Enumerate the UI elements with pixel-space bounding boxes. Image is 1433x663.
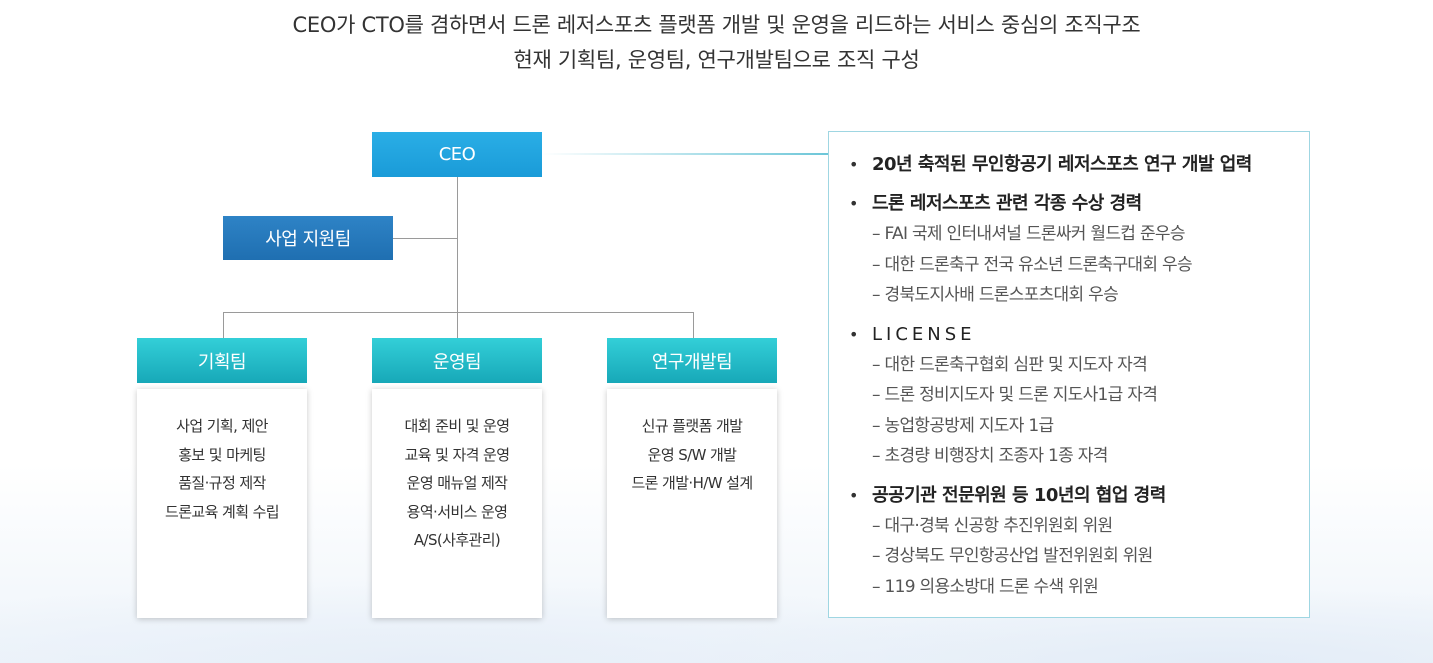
team-1-drop-line xyxy=(223,312,224,338)
team-operations-duties: 대회 준비 및 운영 교육 및 자격 운영 운영 매뉴얼 제작 용역·서비스 운… xyxy=(372,389,542,618)
section-item: – 대구·경북 신공항 추진위원회 위원 xyxy=(872,515,1113,536)
teams-horizontal-line xyxy=(223,312,694,313)
duty-item: 교육 및 자격 운영 xyxy=(404,445,511,464)
duty-item: 대회 준비 및 운영 xyxy=(404,417,511,435)
section-item: – FAI 국제 인터내셔널 드론싸커 월드컵 준우승 xyxy=(872,224,1185,244)
section-item: – 농업항공방제 지도자 1급 xyxy=(872,415,1054,436)
section-item: – 대한 드론축구협회 심판 및 지도자 자격 xyxy=(872,354,1148,375)
credential-section-awards: • 드론 레저스포츠 관련 각종 수상 경력 – FAI 국제 인터내셔널 드론… xyxy=(849,189,1309,311)
support-branch-line xyxy=(393,238,457,239)
bullet-icon: • xyxy=(849,194,859,213)
section-title: 드론 레저스포츠 관련 각종 수상 경력 xyxy=(872,193,1142,214)
section-item: – 경상북도 무인항공산업 발전위원회 위원 xyxy=(872,546,1153,566)
bullet-icon: • xyxy=(849,155,859,174)
duty-item: 드론 개발·H/W 설계 xyxy=(631,474,753,492)
duty-item: 드론교육 계획 수립 xyxy=(165,502,280,521)
duty-item: A/S(사후관리) xyxy=(413,531,501,549)
section-item: – 119 의용소방대 드론 수색 위원 xyxy=(872,576,1099,597)
bullet-icon: • xyxy=(849,485,859,505)
section-item: – 초경량 비행장치 조종자 1종 자격 xyxy=(872,446,1108,466)
intro-text: CEO가 CTO를 겸하면서 드론 레저스포츠 플랫폼 개발 및 운영을 리드하… xyxy=(0,8,1433,78)
section-item: – 드론 정비지도자 및 드론 지도사1급 자격 xyxy=(872,385,1158,405)
section-title: 20년 축적된 무인항공기 레저스포츠 연구 개발 업력 xyxy=(872,154,1252,175)
section-item: – 대한 드론축구 전국 유소년 드론축구대회 우승 xyxy=(872,254,1193,275)
intro-line-1: CEO가 CTO를 겸하면서 드론 레저스포츠 플랫폼 개발 및 운영을 리드하… xyxy=(292,13,1141,37)
team-3-drop-line xyxy=(693,312,694,338)
bullet-icon: • xyxy=(849,324,859,344)
team-rnd-duties: 신규 플랫폼 개발 운영 S/W 개발 드론 개발·H/W 설계 xyxy=(607,389,777,618)
duty-item: 품질·규정 제작 xyxy=(178,474,266,492)
section-title: LICENSE xyxy=(872,323,976,345)
credential-section-committees: • 공공기관 전문위원 등 10년의 협업 경력 – 대구·경북 신공항 추진위… xyxy=(849,481,1309,603)
ceo-box: CEO xyxy=(372,132,542,177)
section-title: 공공기관 전문위원 등 10년의 협업 경력 xyxy=(872,484,1166,506)
section-item: – 경북도지사배 드론스포츠대회 우승 xyxy=(872,285,1119,305)
duty-item: 운영 S/W 개발 xyxy=(647,445,737,464)
ceo-vertical-line xyxy=(457,177,458,338)
duty-item: 신규 플랫폼 개발 xyxy=(641,417,743,435)
duty-item: 사업 기획, 제안 xyxy=(176,417,268,435)
duty-item: 운영 매뉴얼 제작 xyxy=(406,474,508,492)
credential-section-history: • 20년 축적된 무인항공기 레저스포츠 연구 개발 업력 xyxy=(849,150,1309,180)
duty-item: 용역·서비스 운영 xyxy=(406,502,508,521)
credential-section-license: • LICENSE – 대한 드론축구협회 심판 및 지도자 자격 – 드론 정… xyxy=(849,320,1309,472)
ceo-panel-connector xyxy=(542,153,828,155)
credentials-panel: • 20년 축적된 무인항공기 레저스포츠 연구 개발 업력 • 드론 레저스포… xyxy=(828,131,1310,618)
team-planning-duties: 사업 기획, 제안 홍보 및 마케팅 품질·규정 제작 드론교육 계획 수립 xyxy=(137,389,307,618)
team-rnd-box: 연구개발팀 xyxy=(607,338,777,383)
support-team-box: 사업 지원팀 xyxy=(223,216,393,260)
team-planning-box: 기획팀 xyxy=(137,338,307,383)
team-operations-box: 운영팀 xyxy=(372,338,542,383)
intro-line-2: 현재 기획팀, 운영팀, 연구개발팀으로 조직 구성 xyxy=(513,48,920,72)
duty-item: 홍보 및 마케팅 xyxy=(178,445,266,464)
